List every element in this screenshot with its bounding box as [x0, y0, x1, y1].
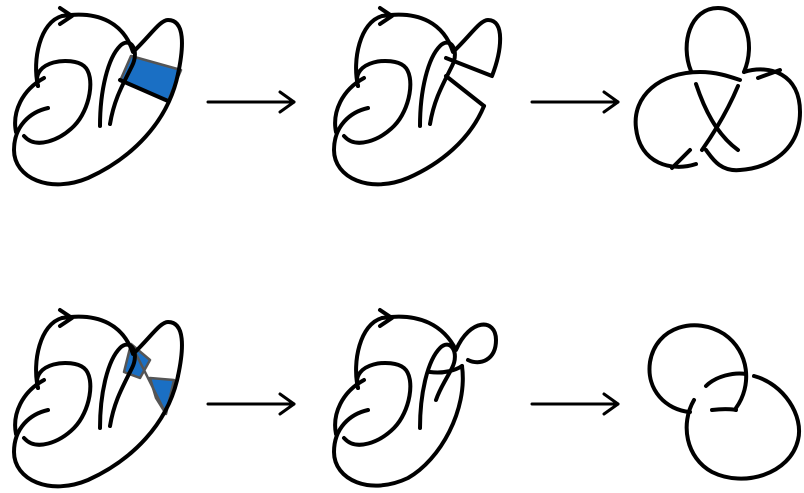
knot-strand	[13, 76, 46, 134]
link-component	[647, 323, 749, 414]
knot-strand	[354, 14, 384, 88]
knot-strand	[13, 378, 46, 436]
row-bottom	[12, 308, 802, 489]
knot-strand	[12, 72, 180, 187]
knot-strand	[22, 58, 93, 145]
link-component	[710, 407, 738, 412]
arrow-right	[530, 392, 620, 416]
knot-strand	[333, 76, 366, 134]
band-surgery-result-bottom	[332, 308, 498, 488]
knot-with-twisted-band	[12, 308, 184, 489]
arrow-right	[530, 90, 620, 114]
knot-strand	[633, 70, 742, 169]
knot-strand	[380, 12, 503, 78]
knot-strand	[12, 374, 180, 489]
link-component	[684, 374, 802, 481]
knot-strand	[98, 342, 137, 430]
link-component	[704, 371, 748, 388]
knot-strand	[756, 68, 782, 80]
orientation-arrowhead	[58, 6, 74, 26]
knot-strand	[684, 6, 751, 152]
knot-strand	[34, 316, 64, 390]
knot-strand	[428, 364, 464, 375]
knot-strand	[380, 314, 498, 365]
band-surgery-result-top	[332, 6, 503, 187]
knot-strand	[333, 378, 366, 436]
orientation-arrowhead	[378, 6, 394, 26]
knot-strand	[60, 314, 184, 378]
knot-strand	[332, 364, 465, 488]
knot-strand	[332, 104, 486, 187]
knot-strand	[670, 148, 692, 170]
knot-strand	[60, 12, 184, 76]
orientation-arrowhead	[58, 308, 74, 328]
knot-strand	[34, 14, 64, 88]
knot-strand	[118, 78, 170, 103]
knot-strand	[418, 342, 457, 430]
knot-strand	[342, 360, 413, 447]
orientation-arrowhead	[378, 308, 394, 328]
trefoil-knot	[633, 6, 802, 173]
row-top	[12, 6, 802, 187]
knot-strand	[22, 360, 93, 447]
knot-strand	[704, 67, 802, 173]
arrow-right	[206, 392, 296, 416]
knot-strand	[98, 40, 137, 128]
knot-with-untwisted-band	[12, 6, 184, 187]
knot-strand	[342, 58, 413, 145]
knot-strand	[444, 74, 486, 108]
arrow-right	[206, 90, 296, 114]
hopf-link	[647, 323, 802, 481]
knot-strand	[354, 316, 384, 390]
knot-strand	[418, 40, 457, 128]
knot-strand	[694, 82, 740, 152]
